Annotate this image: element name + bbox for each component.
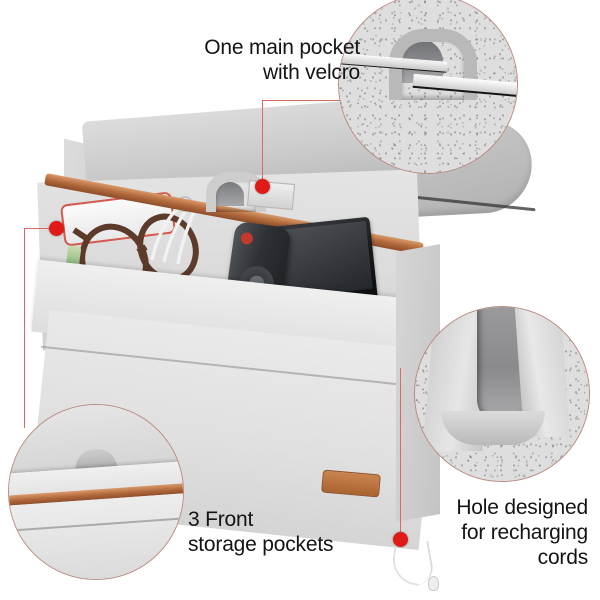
hole-detail-circle	[414, 306, 590, 482]
leader-line-velcro	[262, 100, 264, 182]
pocket-detail-circle	[8, 404, 184, 580]
marker-dot-hole	[393, 532, 408, 547]
earbud-tip	[428, 576, 439, 591]
pocket-front-layer	[9, 491, 183, 579]
leader-line-hole	[400, 368, 402, 540]
callout-label-velcro: One main pocket with velcro	[204, 36, 360, 84]
velcro-detail-circle	[338, 0, 518, 174]
marker-dot-velcro	[255, 179, 270, 194]
leather-brand-tag	[321, 469, 381, 498]
leader-line-velcro	[262, 100, 354, 102]
remote-power-button	[240, 231, 254, 246]
callout-label-charging-hole: Hole designed for recharging cords	[456, 496, 588, 569]
leader-line-pockets	[24, 228, 58, 230]
marker-dot-pockets	[49, 221, 64, 236]
hole-lip	[441, 411, 545, 445]
leader-line-pockets	[24, 228, 26, 428]
callout-label-front-pockets: 3 Front storage pockets	[188, 508, 334, 556]
